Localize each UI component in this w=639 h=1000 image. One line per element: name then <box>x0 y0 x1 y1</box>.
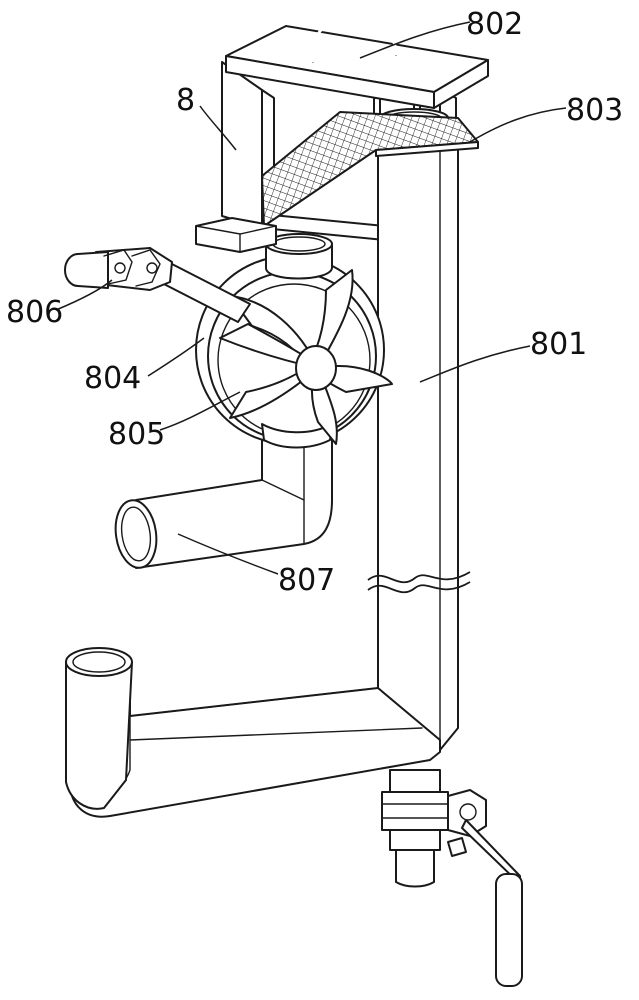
outlet-pipe <box>114 419 333 569</box>
inlet-funnel <box>195 217 333 280</box>
top-plate <box>225 18 489 109</box>
bottom-elbow-pipe <box>65 647 441 818</box>
ball-valve <box>381 769 523 987</box>
label-top-plate: 802 <box>466 7 523 42</box>
vertical-pipe <box>367 129 471 751</box>
label-frame: 8 <box>176 83 195 118</box>
universal-joint-shaft <box>64 247 251 323</box>
impeller <box>219 269 393 445</box>
leader-lines <box>55 21 567 575</box>
part-labels: 8 802 803 801 806 804 805 807 <box>6 7 623 598</box>
label-impeller-housing: 804 <box>84 361 141 396</box>
label-outlet-pipe: 807 <box>278 563 335 598</box>
label-universal-joint: 806 <box>6 295 63 330</box>
label-filter-screen: 803 <box>566 93 623 128</box>
label-vertical-pipe: 801 <box>530 327 587 362</box>
label-impeller: 805 <box>108 417 165 452</box>
